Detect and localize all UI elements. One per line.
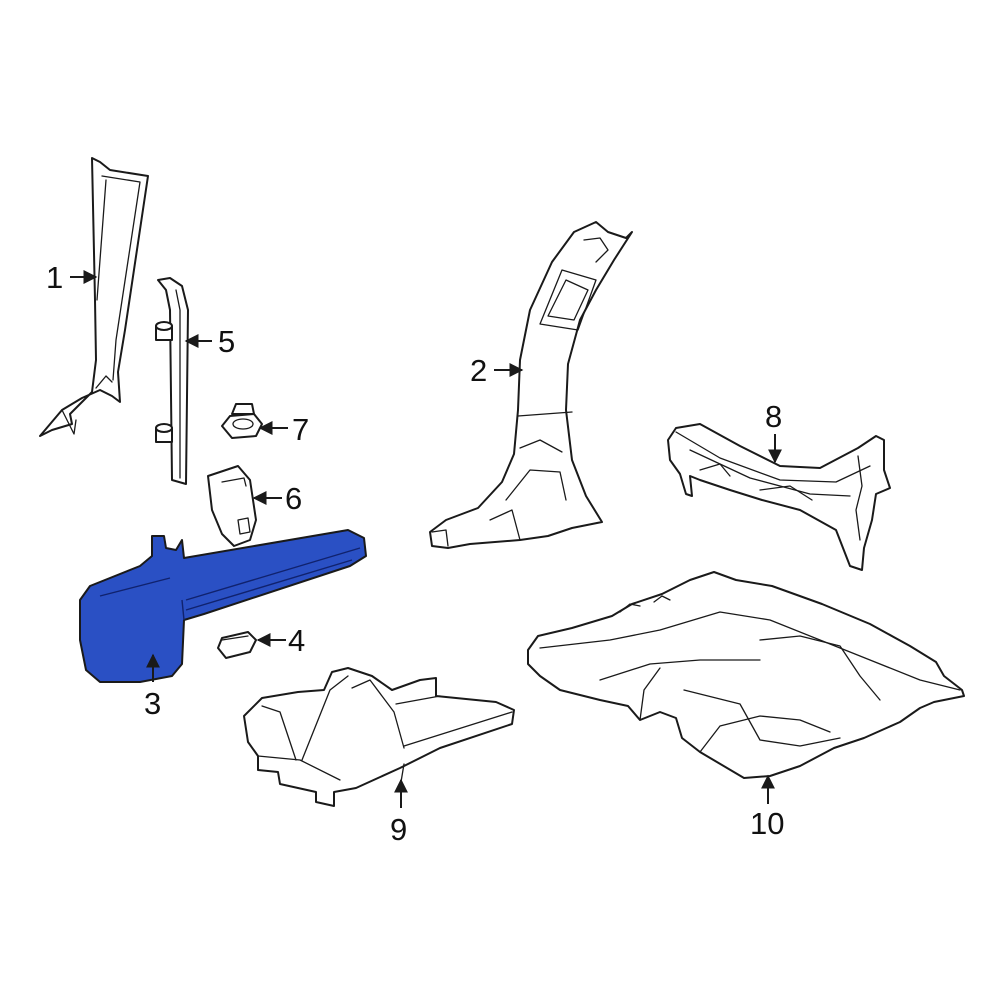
- part-3-sill-kick-panel[interactable]: [79, 529, 367, 683]
- callout-labels: 1 2 3 4 5 6 7 8 9 10: [46, 260, 784, 847]
- leader-arrows: [70, 270, 782, 808]
- callout-5: 5: [218, 324, 235, 359]
- callout-4: 4: [288, 623, 305, 658]
- callout-2: 2: [470, 353, 487, 388]
- part-2-b-pillar-trim[interactable]: [429, 221, 633, 549]
- callout-6: 6: [285, 481, 302, 516]
- part-8-rear-trim-panel[interactable]: [667, 423, 891, 571]
- part-5-pillar-trim-strip[interactable]: [155, 277, 189, 485]
- part-6-clip-cover[interactable]: [207, 465, 257, 547]
- callout-7: 7: [292, 412, 309, 447]
- part-9-front-floor-section[interactable]: [243, 667, 515, 807]
- part-7-nut[interactable]: [221, 403, 263, 439]
- callout-9: 9: [390, 812, 407, 847]
- callout-1: 1: [46, 260, 63, 295]
- callout-10: 10: [750, 806, 784, 841]
- callout-8: 8: [765, 399, 782, 434]
- part-1-a-pillar-trim[interactable]: [39, 157, 149, 437]
- part-4-clip[interactable]: [217, 631, 257, 659]
- part-10-floor-carpet[interactable]: [527, 571, 965, 779]
- callout-3: 3: [144, 686, 161, 721]
